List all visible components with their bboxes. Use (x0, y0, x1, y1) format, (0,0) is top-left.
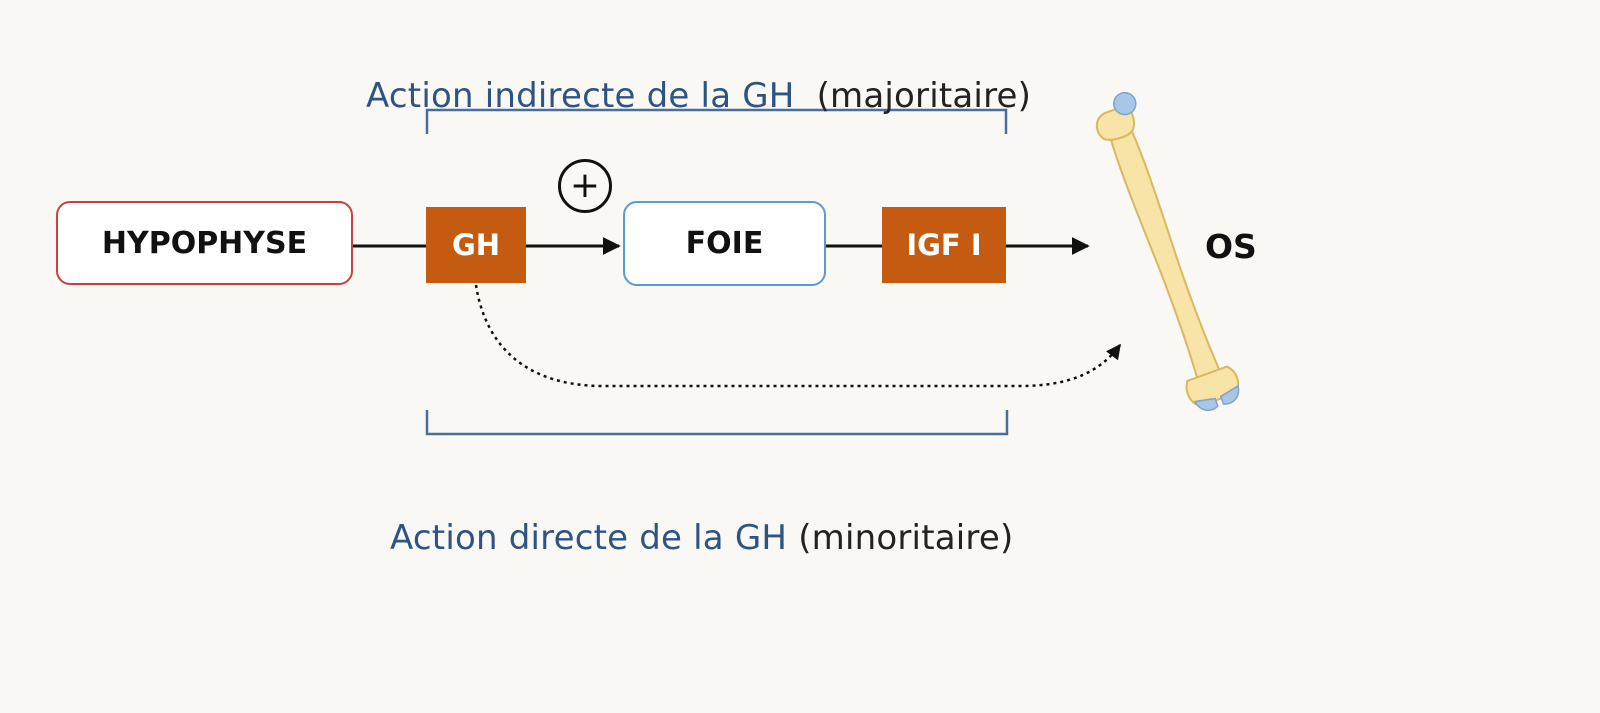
femur-bone-icon (1095, 91, 1240, 412)
node-igf-label: IGF I (906, 228, 982, 262)
gh-direct-dotted-arrow (474, 284, 1122, 388)
caption-direct-qualifier: (minoritaire) (798, 518, 1014, 558)
node-gh-label: GH (451, 228, 501, 262)
caption-indirect-main: Action indirecte de la GH (366, 76, 795, 116)
node-gh: GH (426, 207, 526, 283)
stimulation-plus-label: + (569, 165, 601, 206)
top-bracket (425, 108, 1008, 134)
stimulation-plus-icon: + (558, 159, 612, 213)
caption-indirect-qualifier: (majoritaire) (816, 76, 1032, 116)
node-foie: FOIE (623, 201, 826, 286)
node-hypophyse-label: HYPOPHYSE (101, 225, 308, 261)
node-os-label: OS (1205, 227, 1257, 266)
caption-direct-main: Action directe de la GH (390, 518, 788, 558)
node-igf: IGF I (882, 207, 1006, 283)
bottom-bracket (425, 410, 1009, 436)
node-hypophyse: HYPOPHYSE (56, 201, 353, 285)
caption-direct-action: Action directe de la GH (minoritaire) (346, 478, 1013, 598)
caption-indirect-action: Action indirecte de la GH (majoritaire) (322, 36, 1031, 156)
node-foie-label: FOIE (685, 226, 764, 261)
